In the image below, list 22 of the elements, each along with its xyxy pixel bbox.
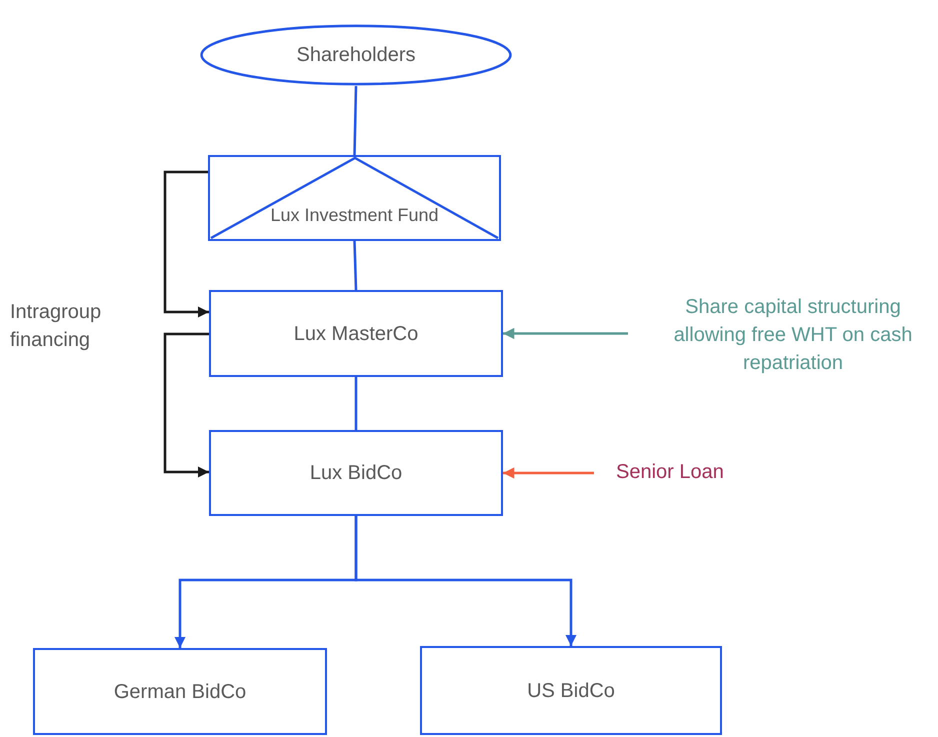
connector-line: [353, 86, 358, 156]
arrow: [503, 328, 628, 340]
process-box: [33, 648, 327, 735]
node-label: Lux MasterCo: [294, 322, 418, 346]
side-label: Intragroup financing: [10, 300, 102, 353]
ellipse-node: [200, 24, 512, 86]
node-label: Lux Investment Fund: [270, 204, 440, 226]
connector-line: [353, 240, 358, 290]
node-label: German BidCo: [114, 680, 246, 704]
node-label: US BidCo: [527, 678, 615, 704]
arrow: [503, 467, 594, 479]
node-label: Shareholders: [296, 43, 416, 68]
arrow: [164, 170, 209, 318]
arrow: [164, 332, 209, 478]
process-box: [420, 646, 722, 735]
connector-line: [354, 377, 358, 430]
annotation-text: Share capital structuring allowing free WHT on cash repatriation: [672, 295, 914, 376]
process-box: [209, 290, 503, 377]
node-label: Lux BidCo: [310, 461, 402, 486]
annotation-text: Senior Loan: [615, 460, 724, 485]
arrow: [354, 516, 577, 646]
process-box: [209, 430, 503, 516]
